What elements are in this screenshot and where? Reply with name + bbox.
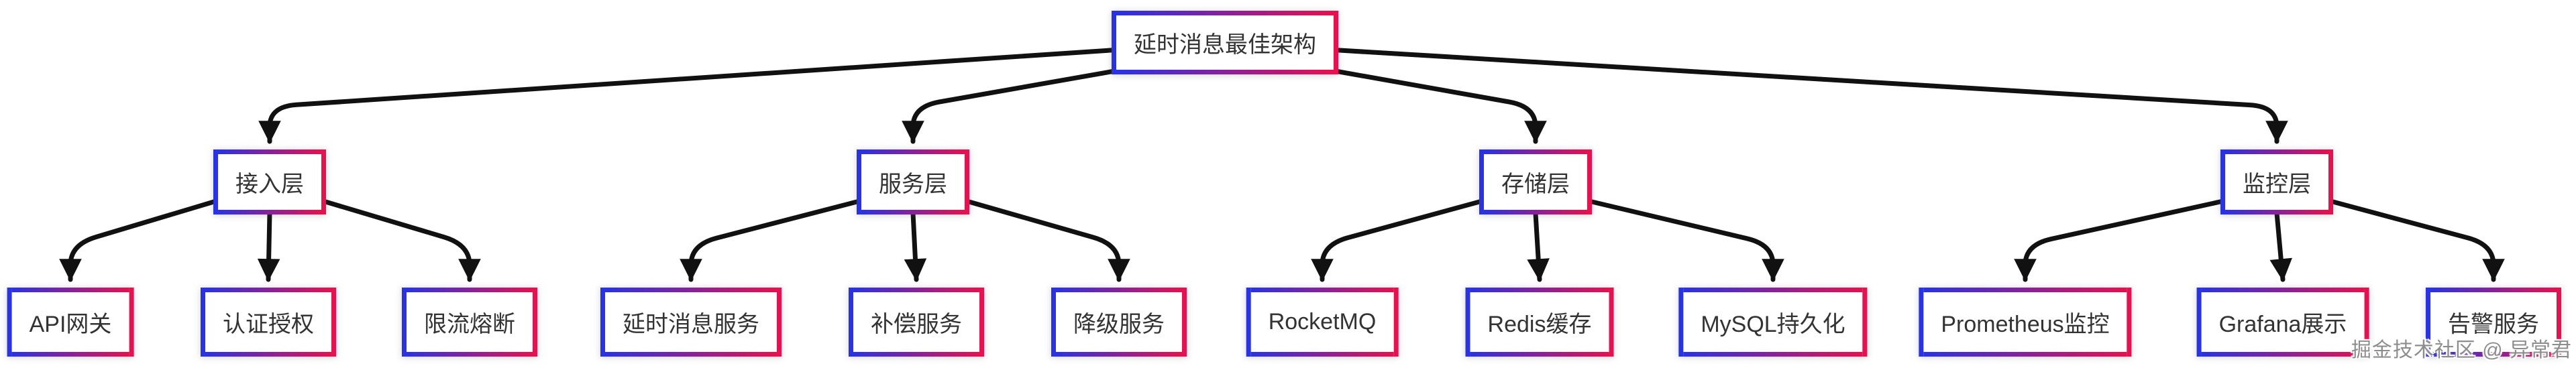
node-rocketmq: RocketMQ <box>1246 288 1399 357</box>
edge-root-to-service-layer <box>902 68 1121 144</box>
edge-root-to-storage-layer <box>1329 68 1547 144</box>
edge-storage-layer-to-rocketmq <box>1311 198 1485 282</box>
edge-access-layer-to-auth-service <box>257 210 280 282</box>
node-storage-layer: 存储层 <box>1479 149 1592 215</box>
node-root: 延时消息最佳架构 <box>1112 11 1338 74</box>
edge-service-layer-to-compensation-service <box>904 210 927 282</box>
edge-access-layer-to-rate-limit <box>321 198 481 282</box>
edge-monitor-layer-to-alert-service <box>2328 198 2505 282</box>
node-mysql-persistence: MySQL持久化 <box>1678 288 1868 357</box>
node-monitor-layer: 监控层 <box>2220 149 2333 215</box>
node-delay-message-service: 延时消息服务 <box>600 288 782 357</box>
edge-root-to-monitor-layer <box>1336 48 2288 144</box>
node-prometheus-monitor: Prometheus监控 <box>1919 288 2132 357</box>
edge-access-layer-to-api-gateway <box>59 198 219 282</box>
node-access-layer: 接入层 <box>213 149 326 215</box>
node-api-gateway: API网关 <box>7 288 134 357</box>
node-auth-service: 认证授权 <box>201 288 336 357</box>
node-degrade-service: 降级服务 <box>1051 288 1187 357</box>
edge-storage-layer-to-redis-cache <box>1527 210 1550 282</box>
edge-storage-layer-to-mysql-persistence <box>1587 198 1784 282</box>
edge-service-layer-to-delay-message-service <box>680 198 862 282</box>
node-service-layer: 服务层 <box>857 149 969 215</box>
node-rate-limit: 限流熔断 <box>402 288 537 357</box>
edge-monitor-layer-to-grafana-display <box>2269 210 2292 282</box>
edge-root-to-access-layer <box>258 48 1114 144</box>
edge-service-layer-to-degrade-service <box>964 198 1130 282</box>
node-compensation-service: 补偿服务 <box>849 288 984 357</box>
node-grafana-display: Grafana展示 <box>2196 288 2369 357</box>
watermark: 掘金技术社区 @ 异常君 <box>2351 339 2572 361</box>
node-redis-cache: Redis缓存 <box>1465 288 1614 357</box>
node-alert-service: 告警服务 <box>2426 288 2561 357</box>
edge-monitor-layer-to-prometheus-monitor <box>2014 198 2226 282</box>
